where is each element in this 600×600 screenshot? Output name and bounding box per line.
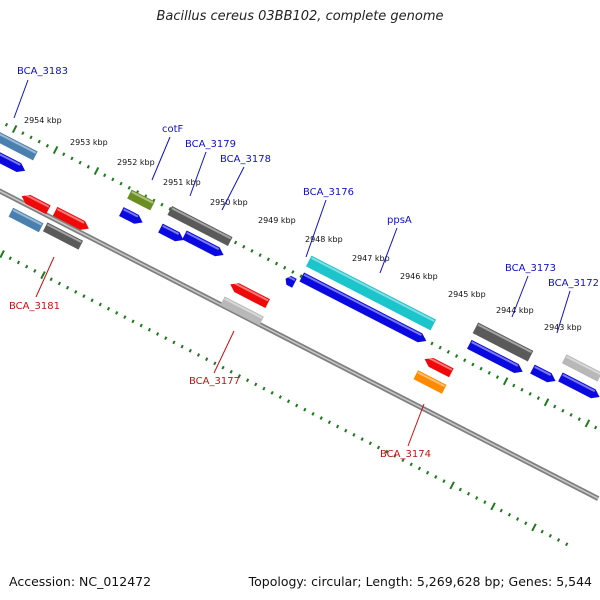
gene-feature: [558, 372, 600, 399]
gene-feature: [8, 207, 44, 233]
tick-label: 2948 kbp: [305, 235, 343, 244]
gene-label: BCA_3183: [17, 66, 68, 77]
tick-label: 2949 kbp: [258, 216, 296, 225]
gene-feature: [158, 223, 184, 242]
gene-feature: [182, 230, 224, 257]
gene-feature: [21, 193, 51, 215]
gene-feature: [472, 322, 534, 362]
leader-line: [35, 256, 55, 298]
gene-label: BCA_3177: [189, 376, 240, 387]
gene-feature: [42, 222, 84, 250]
accession-text: Accession: NC_012472: [9, 574, 152, 589]
inner-tick-track: [0, 250, 569, 547]
gene-feature: [0, 150, 26, 173]
gene-label: BCA_3179: [185, 139, 236, 150]
gene-feature: [52, 206, 89, 230]
genome-backbone: [0, 188, 600, 501]
gene-feature: [230, 281, 270, 309]
leader-line: [511, 275, 529, 318]
leader-line: [13, 79, 29, 119]
leader-line: [379, 227, 398, 274]
leader-line: [189, 151, 207, 197]
gene-label: BCA_3178: [220, 154, 271, 165]
tick-label: 2954 kbp: [24, 116, 62, 125]
gene-feature: [305, 255, 437, 331]
genome-summary-text: Topology: circular; Length: 5,269,628 bp…: [248, 574, 592, 589]
gene-feature: [127, 189, 155, 211]
leader-line: [305, 199, 327, 258]
gene-feature: [424, 356, 454, 378]
tick-label: 2952 kbp: [117, 158, 155, 167]
gene-label: BCA_3176: [303, 187, 354, 198]
gene-feature: [299, 272, 427, 343]
gene-feature: [413, 370, 447, 394]
leader-line: [556, 290, 571, 334]
tick-label: 2943 kbp: [544, 323, 582, 332]
gene-label: BCA_3181: [9, 301, 60, 312]
leader-line: [213, 330, 235, 374]
gene-feature: [167, 206, 233, 246]
leader-line: [407, 403, 425, 447]
tick-label: 2950 kbp: [210, 198, 248, 207]
tick-label: 2946 kbp: [400, 272, 438, 281]
map-title: Bacillus cereus 03BB102, complete genome: [156, 9, 444, 24]
leader-line: [221, 166, 245, 211]
gene-feature: [119, 207, 143, 224]
gene-feature: [0, 129, 38, 161]
gene-feature: [530, 364, 556, 383]
gene-feature: [467, 339, 523, 373]
tick-label: 2945 kbp: [448, 290, 486, 299]
tick-label: 2951 kbp: [163, 178, 201, 187]
gene-feature: [561, 354, 600, 382]
gene-label: BCA_3173: [505, 263, 556, 274]
tick-label: 2953 kbp: [70, 138, 108, 147]
gene-label: cotF: [162, 124, 184, 135]
gene-label: BCA_3174: [380, 449, 431, 460]
gene-label: BCA_3172: [548, 278, 599, 289]
leader-line: [151, 136, 171, 181]
gene-feature: [220, 296, 264, 326]
gene-label: ppsA: [387, 215, 412, 226]
tick-label: 2947 kbp: [352, 254, 390, 263]
gene-feature: [285, 275, 297, 288]
